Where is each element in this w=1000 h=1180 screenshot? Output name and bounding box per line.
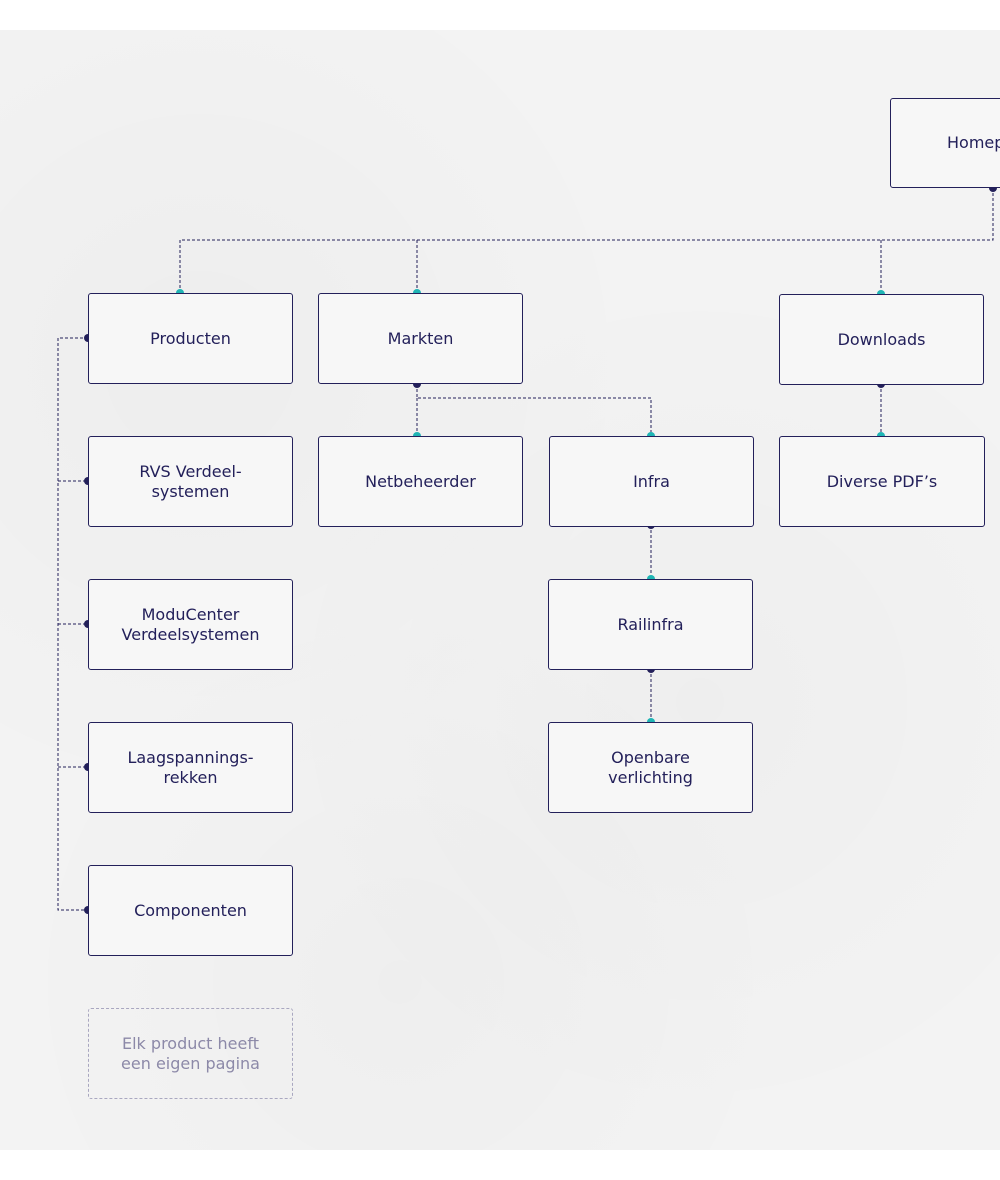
node-infra-label: Infra [633, 471, 670, 491]
node-rvs-verdeelsystemen[interactable]: RVS Verdeel- systemen [88, 436, 293, 527]
note-product-pages-text: Elk product heeft een eigen pagina [121, 1033, 260, 1073]
connector-home-branches [179, 188, 994, 293]
node-railinfra[interactable]: Railinfra [548, 579, 753, 670]
node-downloads-label: Downloads [837, 329, 926, 349]
node-laagspanning-label: Laagspannings- rekken [127, 747, 254, 787]
node-netbeheerder-label: Netbeheerder [365, 471, 476, 491]
node-openbare-verlichting[interactable]: Openbare verlichting [548, 722, 753, 813]
connector-markten-children [416, 384, 652, 436]
node-diverse-pdfs[interactable]: Diverse PDF’s [779, 436, 985, 527]
node-downloads[interactable]: Downloads [779, 294, 984, 385]
node-infra[interactable]: Infra [549, 436, 754, 527]
node-producten-label: Producten [150, 328, 231, 348]
node-moducenter-label: ModuCenter Verdeelsystemen [121, 604, 260, 644]
node-componenten[interactable]: Componenten [88, 865, 293, 956]
node-openbare-label: Openbare verlichting [608, 747, 693, 787]
node-netbeheerder[interactable]: Netbeheerder [318, 436, 523, 527]
node-moducenter[interactable]: ModuCenter Verdeelsystemen [88, 579, 293, 670]
node-componenten-label: Componenten [134, 900, 247, 920]
node-railinfra-label: Railinfra [617, 614, 684, 634]
node-rvs-label: RVS Verdeel- systemen [139, 461, 242, 501]
node-pdfs-label: Diverse PDF’s [826, 471, 938, 491]
node-homepage[interactable]: Homep [890, 98, 1000, 188]
node-homepage-label: Homep [947, 133, 1000, 152]
node-producten[interactable]: Producten [88, 293, 293, 384]
node-markten[interactable]: Markten [318, 293, 523, 384]
node-markten-label: Markten [387, 328, 454, 348]
sitemap-canvas: Homep Producten Markten Downloads RVS Ve… [0, 30, 1000, 1150]
note-product-pages: Elk product heeft een eigen pagina [88, 1008, 293, 1099]
node-laagspanningsrekken[interactable]: Laagspannings- rekken [88, 722, 293, 813]
